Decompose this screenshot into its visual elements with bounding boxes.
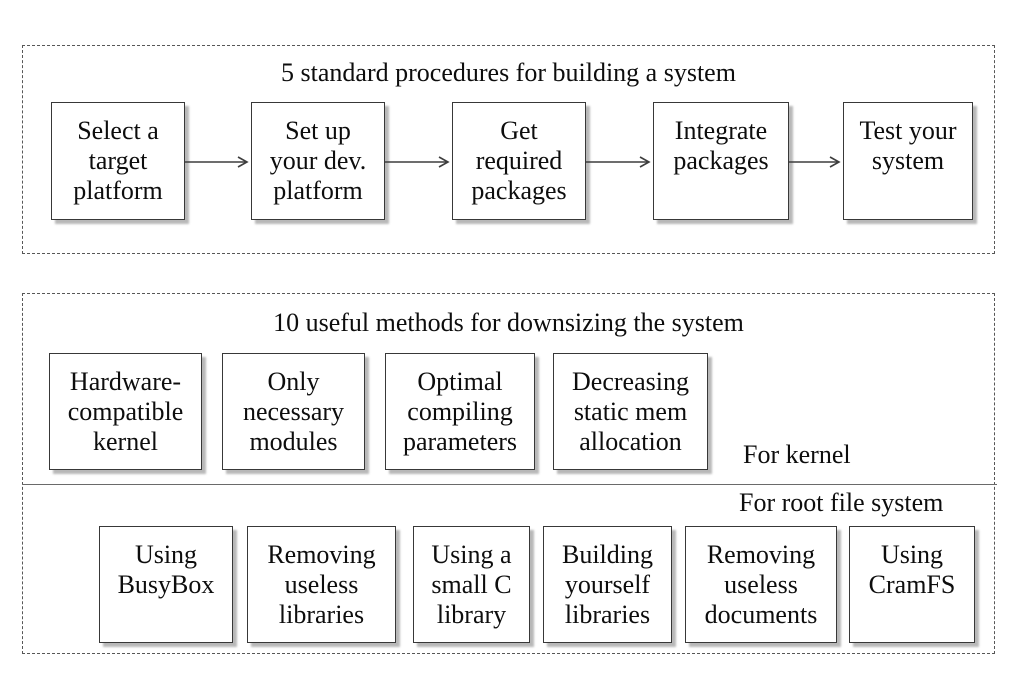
procedure-box-integrate-packages: Integrate packages bbox=[653, 102, 789, 220]
flow-arrow-icon bbox=[185, 156, 249, 168]
method-box-optimal-compiling-parameters: Optimal compiling parameters bbox=[385, 353, 535, 470]
procedure-box-get-required-packages: Get required packages bbox=[452, 102, 586, 220]
downsizing-methods-title: 10 useful methods for downsizing the sys… bbox=[273, 308, 744, 337]
flow-arrow-icon bbox=[586, 156, 651, 168]
method-box-removing-useless-libraries: Removing useless libraries bbox=[247, 526, 396, 643]
method-box-decreasing-static-mem-allocation: Decreasing static mem allocation bbox=[553, 353, 708, 470]
method-box-building-yourself-libraries: Building yourself libraries bbox=[543, 526, 672, 643]
kernel-rootfs-divider bbox=[22, 484, 997, 485]
for-root-file-system-label: For root file system bbox=[739, 488, 944, 517]
method-box-using-cramfs: Using CramFS bbox=[849, 526, 975, 643]
for-kernel-label: For kernel bbox=[743, 440, 851, 469]
method-box-using-small-c-library: Using a small C library bbox=[413, 526, 530, 643]
method-box-only-necessary-modules: Only necessary modules bbox=[222, 353, 365, 470]
procedure-box-test-system: Test your system bbox=[843, 102, 973, 220]
downsizing-methods-panel: 10 useful methods for downsizing the sys… bbox=[22, 293, 997, 654]
method-box-removing-useless-documents: Removing useless documents bbox=[685, 526, 837, 643]
building-procedures-title: 5 standard procedures for building a sys… bbox=[281, 58, 736, 87]
procedure-box-setup-dev-platform: Set up your dev. platform bbox=[251, 102, 385, 220]
flow-arrow-icon bbox=[385, 156, 450, 168]
method-box-hardware-compatible-kernel: Hardware- compatible kernel bbox=[49, 353, 202, 470]
method-box-using-busybox: Using BusyBox bbox=[99, 526, 233, 643]
procedure-box-select-target-platform: Select a target platform bbox=[51, 102, 185, 220]
flow-arrow-icon bbox=[789, 156, 841, 168]
building-procedures-panel: 5 standard procedures for building a sys… bbox=[22, 45, 995, 254]
